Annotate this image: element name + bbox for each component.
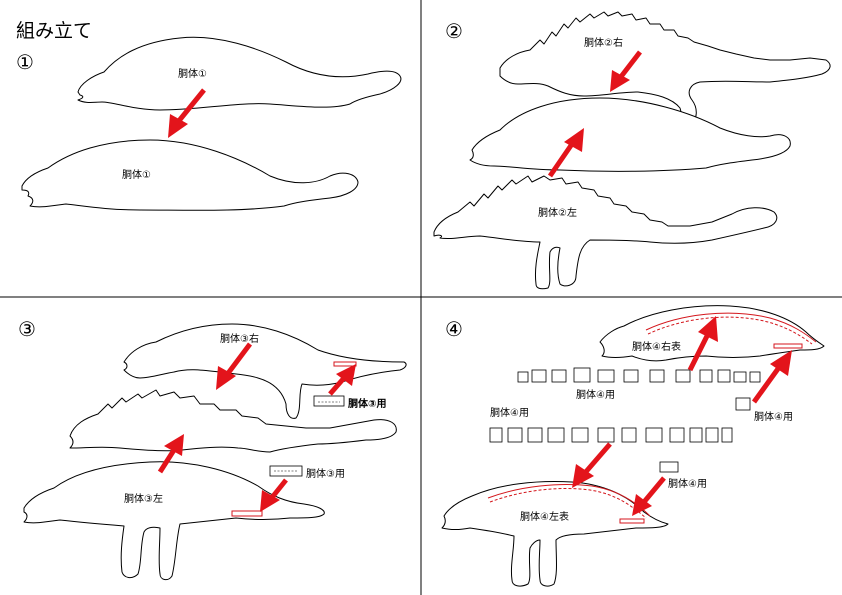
arrow-3c [157, 448, 177, 474]
small-part-4b [659, 461, 679, 473]
arrow-4c [582, 442, 612, 476]
arrow-1-head [168, 114, 188, 138]
arrow-3b [328, 376, 346, 396]
body-piece-1-lower [21, 139, 359, 211]
arrow-3b-head [336, 364, 356, 386]
spike-row-lower-label: 胴体④用 [490, 407, 529, 419]
small-part-4a-label: 胴体④用 [754, 411, 793, 423]
body-piece-3-middle [69, 389, 397, 453]
arrow-2b-head [564, 128, 584, 152]
body-piece-3-right [123, 323, 407, 419]
arrow-4d [642, 476, 666, 504]
arrow-4a [687, 332, 711, 372]
body-piece-4-right-redline-2 [647, 316, 813, 345]
step-number-1: ① [16, 50, 34, 74]
arrow-4c-head [572, 464, 594, 488]
small-part-3b [269, 465, 303, 477]
arrow-3c-head [164, 434, 184, 456]
body-piece-4-left-label: 胴体④左表 [520, 510, 569, 523]
arrow-2b [547, 142, 575, 178]
body-piece-3-left [23, 461, 325, 581]
slot-3-left [231, 510, 263, 517]
arrow-3a [224, 342, 252, 378]
body-piece-1-upper-label: 胴体① [178, 68, 207, 80]
arrow-2a-head [610, 70, 630, 92]
panel-4: ④ 胴体④右表 胴体④用 胴体④用 胴体④用 [441, 305, 825, 587]
body-piece-2-right [499, 11, 831, 125]
arrow-1 [176, 88, 206, 124]
slot-4-left [619, 518, 645, 524]
body-piece-2-left-label: 胴体②左 [538, 206, 577, 219]
arrow-4a-head [698, 316, 718, 342]
step-number-2: ② [445, 19, 463, 43]
page-title: 組み立て [16, 20, 92, 42]
small-part-4a [735, 397, 751, 411]
arrow-3a-head [216, 366, 236, 390]
body-piece-2-right-label: 胴体②右 [584, 36, 623, 49]
arrow-4b-head [770, 350, 792, 376]
slot-4-right [773, 343, 803, 349]
arrow-4b [751, 364, 783, 404]
panel-3: ③ 胴体③右 胴体③左 胴体③用 胴体③用 [18, 317, 407, 581]
body-piece-4-right-label: 胴体④右表 [632, 340, 681, 353]
body-piece-4-left-redline-2 [489, 488, 647, 519]
body-piece-1-lower-label: 胴体① [122, 169, 151, 181]
body-piece-4-left [441, 481, 669, 587]
panel-1: ① 胴体① 胴体① [16, 36, 402, 211]
arrow-3d-head [260, 490, 280, 512]
spike-row-upper [517, 367, 761, 383]
body-piece-2-left [433, 175, 778, 290]
arrow-2a [618, 50, 642, 80]
step-number-3: ③ [18, 317, 36, 341]
small-part-3b-label: 胴体③用 [306, 468, 345, 480]
body-piece-3-right-label: 胴体③右 [220, 332, 259, 345]
body-piece-2-middle [469, 97, 791, 172]
spike-row-lower [489, 427, 733, 443]
arrow-4d-head [632, 494, 652, 516]
panel-2: ② 胴体②右 胴体②左 [433, 11, 831, 290]
spike-row-upper-label: 胴体④用 [576, 389, 615, 401]
small-part-3a-label: 胴体③用 [348, 397, 386, 410]
step-number-4: ④ [445, 317, 463, 341]
body-piece-3-left-label: 胴体③左 [124, 492, 163, 505]
body-piece-1-upper [77, 36, 402, 111]
small-part-3a [313, 395, 345, 407]
body-piece-4-right-redline-1 [645, 312, 817, 343]
small-part-4b-label: 胴体④用 [668, 478, 707, 490]
